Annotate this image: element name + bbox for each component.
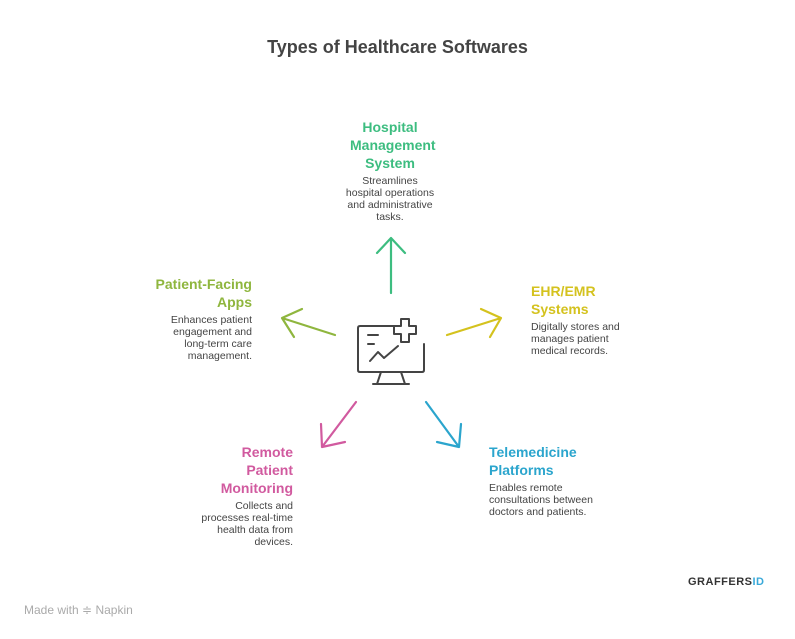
item-patient-facing-apps: Patient-Facing Apps Enhances patient eng… [147, 275, 252, 362]
item-desc: Enhances patient engagement and long-ter… [170, 314, 252, 362]
item-ehr-emr: EHR/EMR Systems Digitally stores and man… [531, 282, 631, 357]
diagram-title: Types of Healthcare Softwares [267, 37, 528, 57]
made-with-label: Made with [24, 603, 79, 617]
item-desc: Streamlines hospital operations and admi… [345, 175, 435, 223]
item-desc: Enables remote consultations between doc… [489, 482, 593, 518]
graffersid-logo: GRAFFERSID [688, 576, 765, 588]
item-title: Hospital Management System [350, 119, 436, 171]
arrow-down-left-icon [319, 400, 358, 449]
item-title: Remote Patient Monitoring [220, 444, 293, 496]
item-desc: Digitally stores and manages patient med… [531, 321, 620, 357]
made-with-napkin: Made with ≑ Napkin [24, 603, 133, 617]
item-telemedicine: Telemedicine Platforms Enables remote co… [489, 443, 599, 518]
napkin-brand: Napkin [95, 603, 133, 617]
napkin-logo-icon: ≑ [82, 603, 93, 617]
item-title: Telemedicine Platforms [489, 444, 577, 478]
arrow-right-icon [445, 307, 503, 339]
item-hospital-management: Hospital Management System Streamlines h… [315, 118, 465, 223]
item-desc: Collects and processes real-time health … [201, 500, 293, 548]
monitor-medical-chart-icon [357, 318, 425, 385]
item-title: Patient-Facing Apps [155, 276, 252, 310]
arrow-left-icon [280, 307, 337, 339]
arrow-down-right-icon [424, 400, 463, 449]
arrow-up-icon [375, 236, 407, 295]
item-remote-monitoring: Remote Patient Monitoring Collects and p… [193, 443, 293, 548]
item-title: EHR/EMR Systems [531, 283, 596, 317]
